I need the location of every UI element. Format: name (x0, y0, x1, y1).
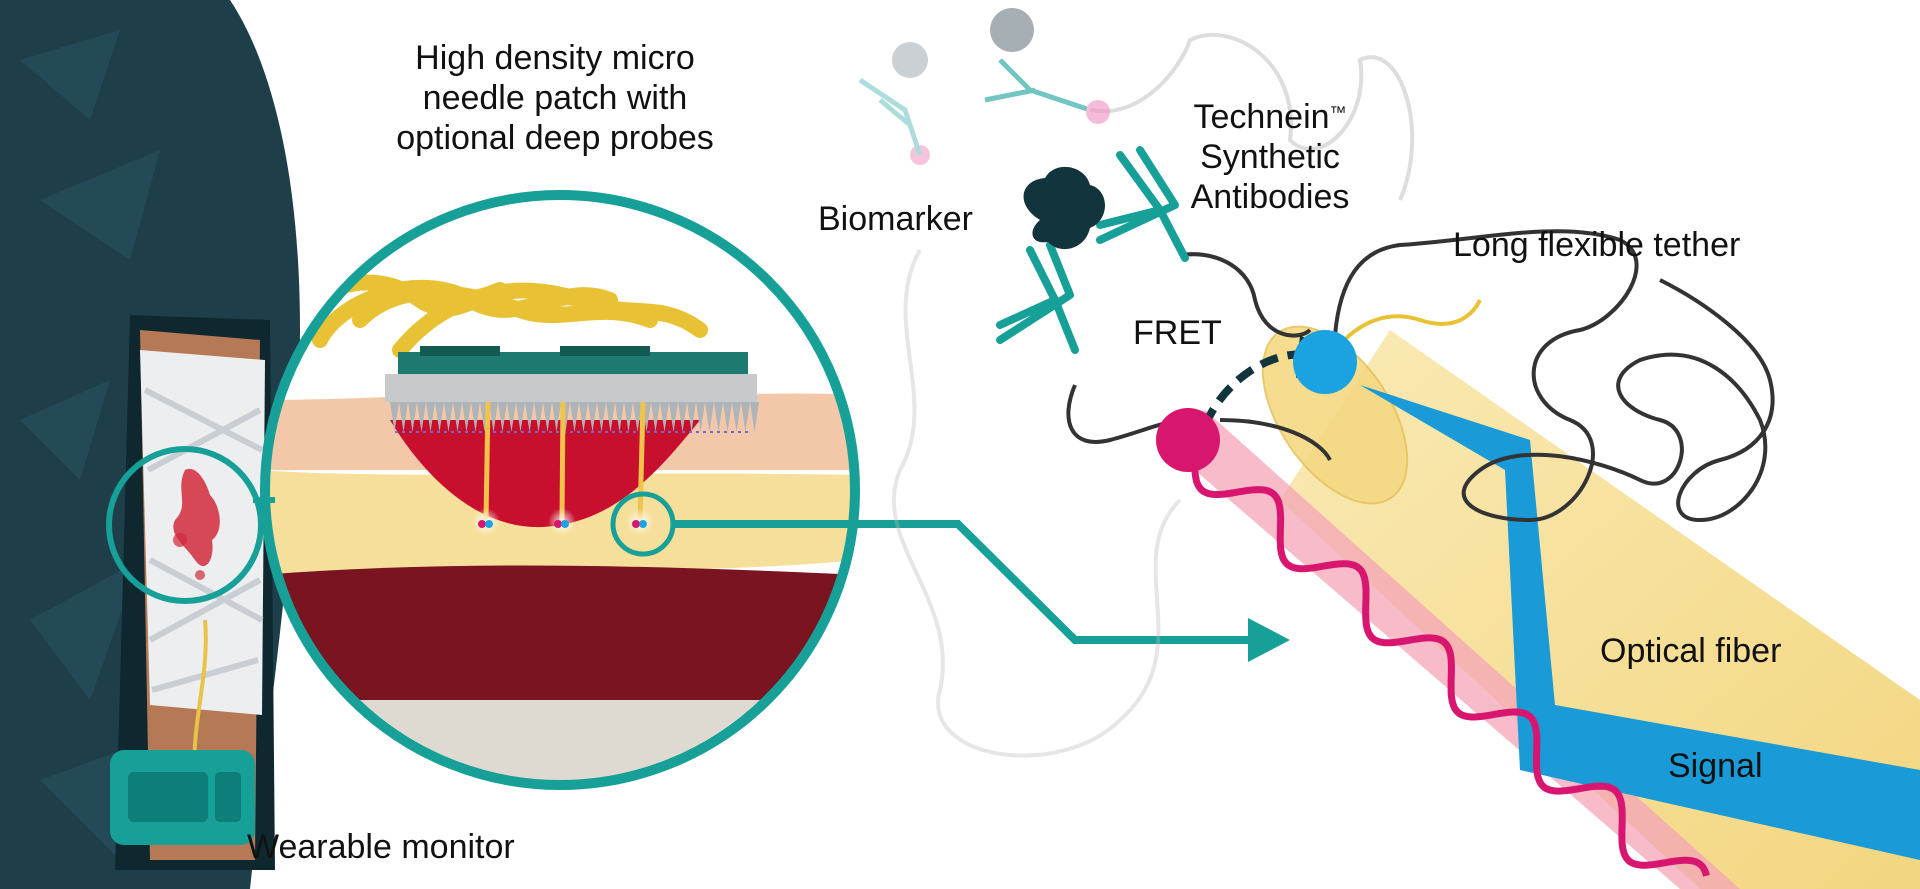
subcutaneous (265, 565, 855, 700)
fret-label: FRET (1133, 314, 1222, 352)
magnifier-ring (260, 190, 860, 790)
top-molecule (984, 8, 1110, 124)
patch-board (398, 352, 748, 374)
microneedle (615, 402, 624, 432)
wearable-monitor-label: Wearable monitor (247, 828, 515, 866)
callout-arrow (673, 520, 1290, 662)
arm-illustration (0, 0, 300, 889)
microneedle (741, 402, 750, 432)
patch-label-line2: needle patch with (422, 79, 688, 117)
patch-label-line3: optional deep probes (396, 119, 714, 157)
microneedle (444, 402, 453, 432)
microneedle (633, 402, 642, 432)
sleeve-texture (20, 30, 160, 860)
microneedle (552, 402, 561, 432)
microneedle (507, 402, 516, 432)
microneedle (750, 402, 759, 432)
technein-line3: Antibodies (1190, 178, 1350, 216)
signal-label: Signal (1668, 747, 1763, 785)
donor-fluorophore (1156, 408, 1220, 472)
microneedle (669, 402, 678, 432)
long-flexible-tether (1333, 229, 1775, 523)
microneedle (390, 402, 399, 432)
microneedle (489, 402, 498, 432)
optical-fiber (1160, 325, 1920, 889)
microneedle (705, 402, 714, 432)
biomarker-blob (1023, 166, 1105, 250)
microneedle (579, 402, 588, 432)
microneedle-magnifier (260, 190, 860, 790)
excitation-wave (1191, 454, 1710, 877)
microneedle (732, 402, 741, 432)
microneedle (696, 402, 705, 432)
microneedle (588, 402, 597, 432)
microneedle (543, 402, 552, 432)
bandage-folds (143, 387, 264, 693)
patch-label-line1: High density micro (415, 39, 695, 77)
microneedle (408, 402, 417, 432)
optical-fiber-label: Optical fiber (1600, 632, 1782, 670)
skin-highlight-circle (106, 446, 264, 604)
signal-beam (1360, 385, 1920, 860)
technein-line2: Synthetic (1200, 138, 1340, 176)
microneedle (534, 402, 543, 432)
technein-label: Technein™ Synthetic Antibodies (1160, 97, 1380, 217)
microneedle (624, 402, 633, 432)
microneedle (435, 402, 444, 432)
acceptor-fluorophore (1293, 330, 1357, 394)
wrist-monitor (110, 750, 255, 845)
microneedle (399, 402, 408, 432)
microneedle (462, 402, 471, 432)
patch-base (385, 374, 757, 402)
microneedle (723, 402, 732, 432)
microneedle (525, 402, 534, 432)
biomarker-label: Biomarker (818, 200, 973, 238)
deep-probes (483, 401, 646, 521)
microneedle (417, 402, 426, 432)
microneedle (498, 402, 507, 432)
microneedle (516, 402, 525, 432)
microneedle (687, 402, 696, 432)
microneedle (714, 402, 723, 432)
microneedle (606, 402, 615, 432)
microneedle (453, 402, 462, 432)
microneedle (651, 402, 660, 432)
fret-pair (1156, 330, 1357, 472)
antibody-tether (1179, 252, 1312, 338)
microneedle (471, 402, 480, 432)
inflamed-area (390, 420, 700, 528)
microneedle (570, 402, 579, 432)
trademark-symbol: ™ (1329, 103, 1347, 122)
patch-label: High density micro needle patch with opt… (355, 38, 755, 158)
synthetic-antibodies (996, 146, 1189, 354)
background-molecules (858, 33, 1415, 758)
yellow-cables (292, 274, 708, 358)
microneedle-array (390, 402, 759, 432)
microneedle (597, 402, 606, 432)
fiber-lead (1333, 299, 1482, 352)
microneedle (678, 402, 687, 432)
microneedle (426, 402, 435, 432)
microneedle (660, 402, 669, 432)
tether-label: Long flexible tether (1453, 226, 1741, 264)
technein-name: Technein (1193, 98, 1330, 136)
